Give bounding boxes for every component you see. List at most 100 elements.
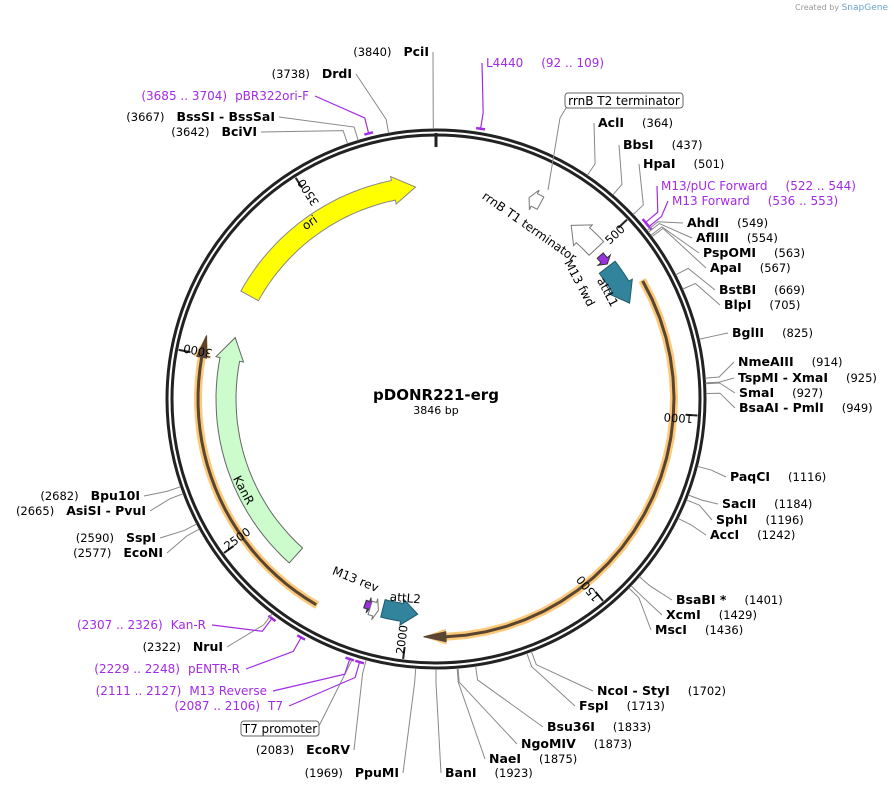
site-leader (705, 377, 735, 384)
tick-label-2000: 2000 (393, 624, 411, 655)
site-label-sphi[interactable]: SphI(1196) (716, 512, 804, 527)
site-leader (353, 659, 367, 751)
site-name: XcmI (666, 607, 701, 622)
site-position: (554) (747, 231, 778, 245)
orange-band-3 (193, 335, 320, 609)
site-leader (149, 493, 184, 512)
site-leader (278, 116, 359, 141)
site-label-naei[interactable]: NaeI(1875) (489, 751, 577, 766)
site-label-pspomi[interactable]: PspOMI(563) (703, 245, 805, 260)
site-leader (456, 668, 486, 760)
rrnb-t2-label: rrnB T2 terminator (568, 94, 680, 108)
site-label-ppumi[interactable]: (1969)PpuMI (305, 765, 399, 780)
site-label-smai[interactable]: SmaI(927) (739, 385, 823, 400)
site-label-acci[interactable]: AccI(1242) (710, 527, 795, 542)
m13-rev-feature (363, 597, 372, 614)
site-label-ncoi-styi[interactable]: NcoI - StyI(1702) (597, 683, 726, 698)
site-position: (1875) (539, 752, 577, 766)
snapgene-credit: Created by SnapGene (795, 3, 888, 13)
site-name: AflIII (696, 230, 729, 245)
site-label-tspmi-xmai[interactable]: TspMI - XmaI(925) (738, 370, 877, 385)
primer-label-l4440[interactable]: L4440 (92 .. 109) (486, 56, 604, 70)
site-label-bglii[interactable]: BglII(825) (732, 325, 813, 340)
site-label-nmeaiii[interactable]: NmeAIII (914) (738, 354, 843, 369)
site-leader (630, 585, 663, 616)
site-leader (530, 651, 594, 692)
site-label-bbsi[interactable]: BbsI(437) (623, 137, 703, 152)
site-label-sspi[interactable]: (2590)SspI (76, 530, 156, 545)
site-label-bsabi-[interactable]: BsaBI *(1401) (676, 592, 783, 607)
site-position: (1436) (705, 623, 743, 637)
site-label-bsssi-bsssai[interactable]: (3667)BssSI - BssSaI (126, 109, 275, 124)
site-name: BbsI (623, 137, 654, 152)
site-name: NmeAIII (738, 354, 794, 369)
site-leader (435, 669, 442, 774)
site-label-apai[interactable]: ApaI(567) (710, 260, 791, 275)
primer-label-m13-reverse[interactable]: (2111 .. 2127)M13 Reverse (96, 684, 267, 698)
primer-mark (354, 659, 365, 665)
site-label-ngomiv[interactable]: NgoMIV(1873) (521, 736, 632, 751)
site-name: SmaI (739, 385, 774, 400)
site-leader (686, 499, 713, 521)
site-label-acli[interactable]: AclI(364) (598, 115, 673, 130)
site-label-sacii[interactable]: SacII(1184) (722, 496, 812, 511)
site-position: (3738) (272, 67, 310, 81)
site-name: MscI (655, 622, 687, 637)
site-label-econi[interactable]: (2577)EcoNI (73, 545, 163, 560)
site-label-bani[interactable]: BanI(1923) (445, 765, 533, 780)
site-position: (705) (769, 298, 800, 312)
ori-feature (240, 175, 417, 302)
primer-mark (475, 126, 486, 131)
t7-promoter-leader (317, 659, 353, 729)
orange-band-2 (423, 278, 678, 645)
site-label-xcmi[interactable]: XcmI (1429) (666, 607, 757, 622)
site-name: SspI (126, 530, 156, 545)
primer-mark (296, 634, 306, 641)
primer-label-pbr322ori-f[interactable]: (3685 .. 3704)pBR322ori-F (141, 89, 309, 103)
site-label-bsaai-pmli[interactable]: BsaAI - PmlI(949) (739, 400, 873, 415)
tick-label-1000: 1000 (663, 410, 693, 426)
primer-label-kan-r[interactable]: (2307 .. 2326)Kan-R (77, 618, 206, 632)
primer-range: (522 .. 544) (786, 179, 856, 193)
site-leader (628, 587, 652, 631)
primer-label-t7[interactable]: (2087 .. 2106)T7 (174, 699, 283, 713)
site-label-hpai[interactable]: HpaI(501) (643, 156, 724, 171)
primer-label-m13-forward[interactable]: M13 Forward(536 .. 553) (672, 194, 838, 208)
site-label-afliii[interactable]: AflIII (554) (696, 230, 778, 245)
site-position: (1429) (719, 608, 757, 622)
site-position: (2682) (40, 489, 78, 503)
site-label-blpi[interactable]: BlpI(705) (724, 297, 800, 312)
site-label-fspi[interactable]: FspI(1713) (579, 698, 665, 713)
attl2-feature (380, 598, 419, 627)
site-label-paqci[interactable]: PaqCI(1116) (730, 469, 826, 484)
primer-range: (2307 .. 2326) (77, 618, 163, 632)
site-name: NcoI - StyI (597, 683, 670, 698)
site-label-asisi-pvui[interactable]: (2665)AsiSI - PvuI (16, 503, 146, 518)
plasmid-name: pDONR221-erg (373, 386, 499, 404)
leaders-layer (143, 51, 736, 774)
primer-range: (92 .. 109) (541, 56, 604, 70)
primer-label-pentr-r[interactable]: (2229 .. 2248)pENTR-R (94, 662, 240, 676)
site-label-msci[interactable]: MscI (1436) (655, 622, 743, 637)
primer-mark (364, 131, 374, 136)
credit-prefix: Created by (795, 3, 840, 12)
site-label-bpu10i[interactable]: (2682)Bpu10I (40, 488, 140, 503)
site-leader (526, 653, 576, 707)
site-label-drdi[interactable]: (3738)DrdI (272, 66, 352, 81)
site-label-bsu36i[interactable]: Bsu36I(1833) (547, 719, 651, 734)
site-label-pcii[interactable]: (3840)PciI (353, 44, 429, 59)
t7-promoter-feature (367, 598, 379, 621)
primer-name: T7 (267, 699, 283, 713)
site-label-nrui[interactable]: (2322)NruI (143, 639, 223, 654)
site-position: (825) (782, 326, 813, 340)
site-label-bcivi[interactable]: (3642)BciVI (171, 124, 257, 139)
site-label-ahdi[interactable]: AhdI(549) (687, 215, 768, 230)
site-name: BssSI - BssSaI (177, 109, 275, 124)
site-position: (914) (812, 355, 843, 369)
primer-label-m13-puc-forward[interactable]: M13/pUC Forward(522 .. 544) (661, 179, 856, 193)
site-label-bstbi[interactable]: BstBI(669) (719, 282, 805, 297)
site-position: (669) (774, 283, 805, 297)
tick-label-3000: 3000 (182, 341, 213, 360)
site-label-ecorv[interactable]: (2083)EcoRV (256, 742, 350, 757)
primer-name: L4440 (486, 56, 523, 70)
